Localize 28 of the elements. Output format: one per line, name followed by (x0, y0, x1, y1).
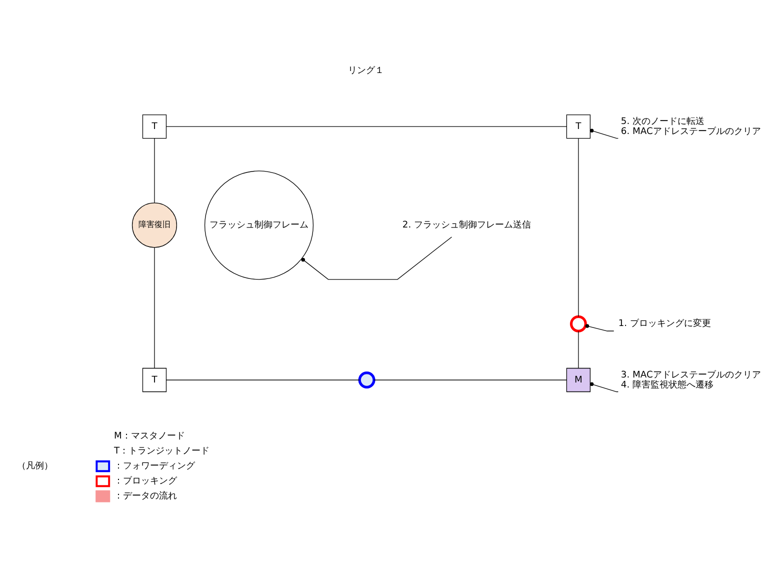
legend-label: T：トランジットノード (114, 446, 210, 456)
connector (590, 128, 618, 138)
connector (154, 138, 155, 203)
node-box: T (142, 367, 167, 392)
node-circle (570, 314, 587, 332)
label: リング１ (348, 65, 384, 76)
node-circle (358, 371, 376, 388)
legend-label: ：データの流れ (114, 491, 177, 502)
node-circle: フラッシュ制御フレーム (204, 170, 314, 280)
node-text: 1. ブロッキングに変更 (618, 318, 711, 329)
legend-label: M：マスタノード (114, 431, 185, 442)
node-box: T (566, 114, 591, 138)
connector (578, 330, 579, 368)
legend-label: ：ブロッキング (114, 476, 177, 486)
connector (585, 324, 614, 331)
connector (578, 138, 579, 316)
connector (154, 246, 155, 368)
node-text: 5. 次のノードに転送 6. MACアドレステーブルのクリア (620, 116, 761, 136)
node-box: T (142, 114, 167, 138)
node-text: 3. MACアドレステーブルのクリア 4. 障害監視状態へ遷移 (620, 370, 761, 390)
node-text: 2. フラッシュ制御フレーム送信 (402, 220, 532, 230)
connector (590, 382, 618, 392)
connector (166, 379, 360, 380)
connector (301, 236, 452, 280)
connector (374, 379, 567, 380)
node-box: M (566, 367, 591, 392)
label: （凡例） (16, 460, 53, 471)
legend-label: ：フォワーディング (114, 461, 195, 472)
